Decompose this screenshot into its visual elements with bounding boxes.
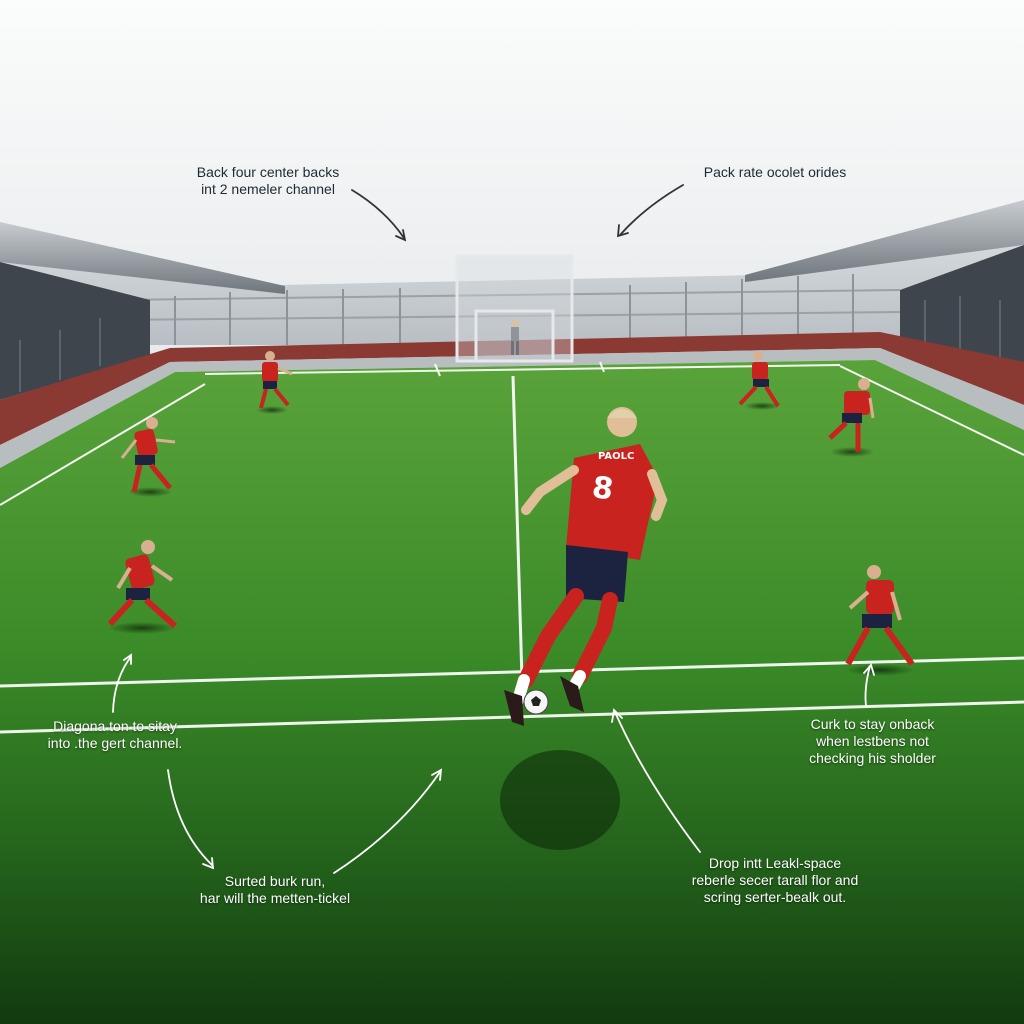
annotation-mid-left: Diagona ton to sitay into .the gert chan… xyxy=(47,718,183,751)
player-left-wing xyxy=(120,417,176,497)
player-far-left xyxy=(256,351,293,414)
annotation-bottom-left: Surted burk run, har will the metten-tic… xyxy=(199,873,351,906)
annotation-mid-right: Curk to stay onback when lestbens not ch… xyxy=(809,716,936,766)
player-left-defender xyxy=(107,540,178,634)
stadium-stands xyxy=(0,200,1024,400)
football xyxy=(523,689,549,715)
player-far-right xyxy=(738,351,780,410)
goalkeeper xyxy=(511,319,519,355)
annotation-arrows xyxy=(112,184,875,874)
pitch xyxy=(0,360,1024,1024)
annotation-bottom-right: Drop intt Leakl-space reberle secer tara… xyxy=(691,855,859,905)
player-right-wing xyxy=(828,378,875,457)
player-right-defender xyxy=(845,565,915,676)
perimeter-wall xyxy=(0,332,1024,445)
goal-net-structure xyxy=(455,254,574,363)
annotation-top-right: Pack rate ocolet orides xyxy=(703,164,847,180)
jersey-number: 8 xyxy=(590,470,616,508)
annotation-top-left: Back four center backs int 2 nemeler cha… xyxy=(196,164,340,197)
jersey-name: PAOLC xyxy=(598,451,634,462)
main-player: PAOLC 8 xyxy=(500,407,668,850)
